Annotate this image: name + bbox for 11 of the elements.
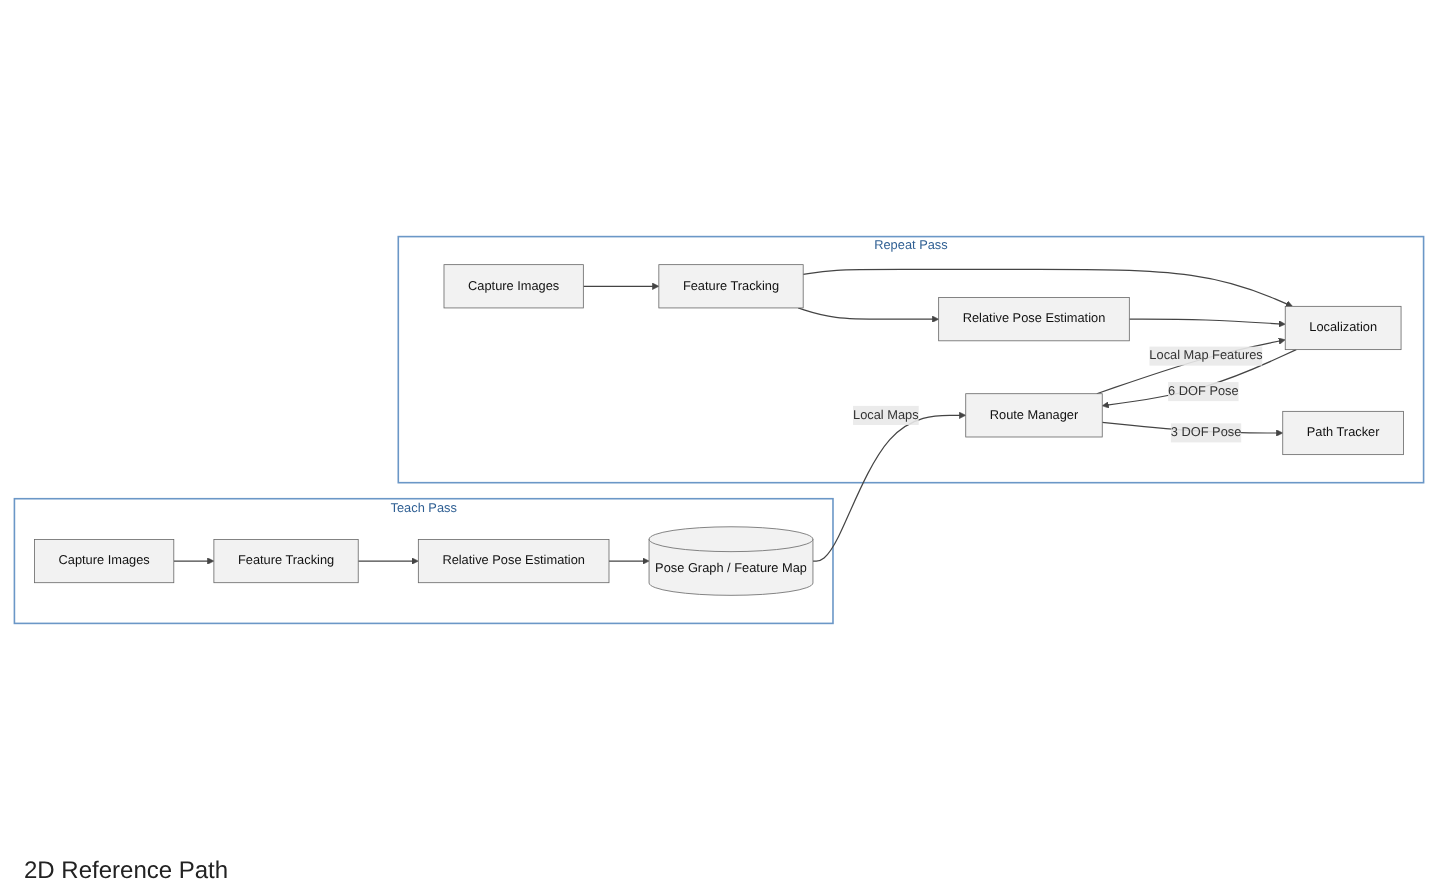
arrow [173, 557, 215, 565]
arrow [797, 307, 939, 323]
arrow [1128, 318, 1286, 328]
arrow [582, 282, 660, 290]
arrow [802, 268, 1293, 308]
arrow [1101, 349, 1297, 409]
arrow [812, 411, 967, 562]
arrow [1096, 337, 1286, 395]
edge-note: 2D Reference Path [24, 856, 231, 884]
arrow [608, 557, 650, 565]
arrow [357, 557, 419, 565]
